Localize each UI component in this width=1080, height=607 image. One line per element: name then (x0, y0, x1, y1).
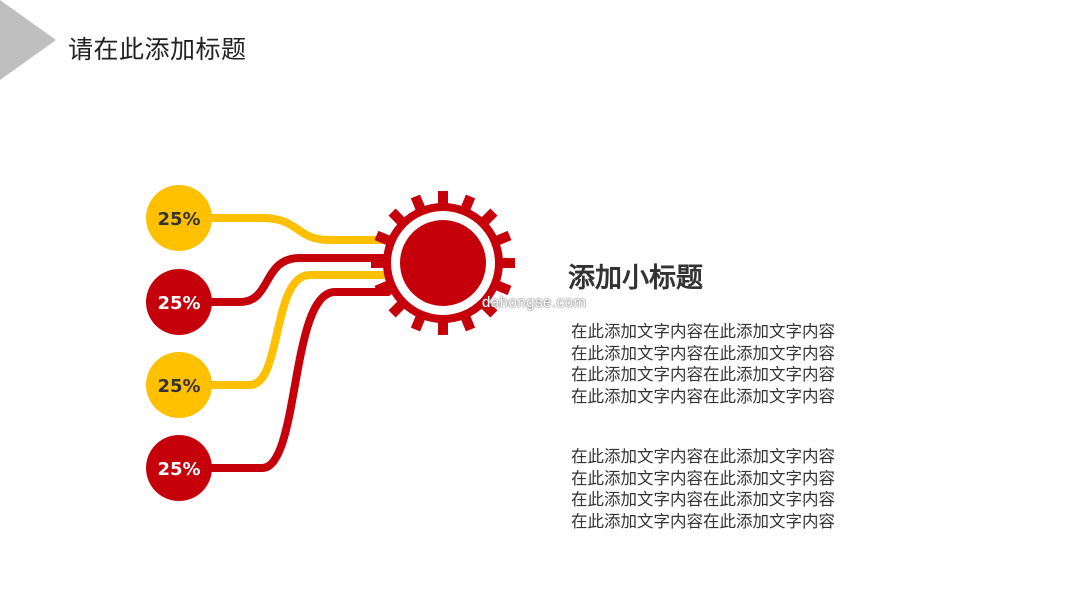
connector-line-3 (196, 271, 390, 389)
paragraph-line: 在此添加文字内容在此添加文字内容 (571, 511, 835, 531)
gear-tooth (438, 191, 448, 207)
percent-label-1: 25% (157, 209, 200, 230)
percent-circle-1: 25% (146, 185, 212, 251)
percent-label-2: 25% (157, 293, 200, 314)
gear-tooth (371, 258, 387, 268)
gear-tooth (499, 258, 515, 268)
paragraph-line: 在此添加文字内容在此添加文字内容 (571, 386, 835, 406)
paragraph-line: 在此添加文字内容在此添加文字内容 (571, 343, 835, 363)
corner-triangle-decoration (0, 0, 56, 80)
percent-circle-2: 25% (146, 269, 212, 335)
paragraph-line: 在此添加文字内容在此添加文字内容 (571, 447, 835, 466)
paragraph-line: 在此添加文字内容在此添加文字内容 (571, 490, 835, 509)
section-subtitle: 添加小标题 (568, 263, 703, 294)
percent-label-4: 25% (157, 459, 200, 480)
paragraph-line: 在此添加文字内容在此添加文字内容 (571, 322, 835, 341)
percent-label-3: 25% (157, 376, 200, 397)
connector-line-1 (196, 214, 390, 244)
percent-circle-3: 25% (146, 352, 212, 418)
page-title: 请在此添加标题 (68, 35, 247, 64)
paragraph-line: 在此添加文字内容在此添加文字内容 (571, 468, 835, 488)
body-paragraph-1: 在此添加文字内容在此添加文字内容 在此添加文字内容在此添加文字内容 在此添加文字… (571, 321, 835, 407)
body-paragraph-2: 在此添加文字内容在此添加文字内容 在此添加文字内容在此添加文字内容 在此添加文字… (571, 446, 835, 532)
percent-circle-4: 25% (146, 435, 212, 501)
connector-line-4 (196, 288, 392, 472)
watermark: dahongse.com (482, 294, 587, 311)
paragraph-line: 在此添加文字内容在此添加文字内容 (571, 365, 835, 384)
gear-tooth (438, 319, 448, 335)
connector-line-2 (196, 254, 390, 306)
gear-icon (371, 191, 515, 335)
